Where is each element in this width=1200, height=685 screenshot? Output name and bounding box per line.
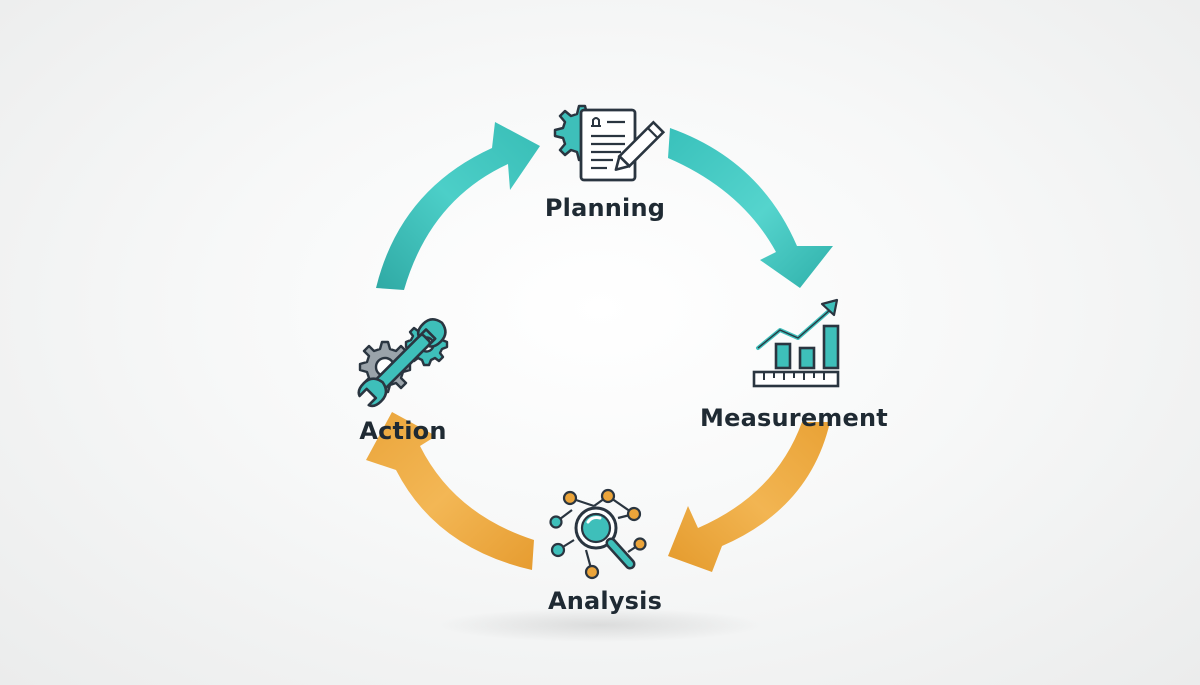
- bar-chart-trend-icon: [752, 298, 840, 388]
- stage-label-action: Action: [359, 417, 447, 445]
- stage-label-analysis: Analysis: [547, 587, 663, 615]
- arrow-planning-to-measurement: [668, 128, 833, 288]
- arrow-action-to-planning: [376, 122, 540, 290]
- arrow-analysis-to-action: [366, 412, 534, 570]
- stage-label-planning: Planning: [544, 194, 666, 222]
- arrow-measurement-to-analysis: [668, 422, 830, 572]
- wrench-gears-icon: [357, 318, 449, 408]
- stage-label-measurement: Measurement: [700, 404, 888, 432]
- magnifier-network-icon: [549, 488, 647, 580]
- ground-shadow: [440, 608, 760, 642]
- document-gear-pencil-icon: [553, 104, 666, 182]
